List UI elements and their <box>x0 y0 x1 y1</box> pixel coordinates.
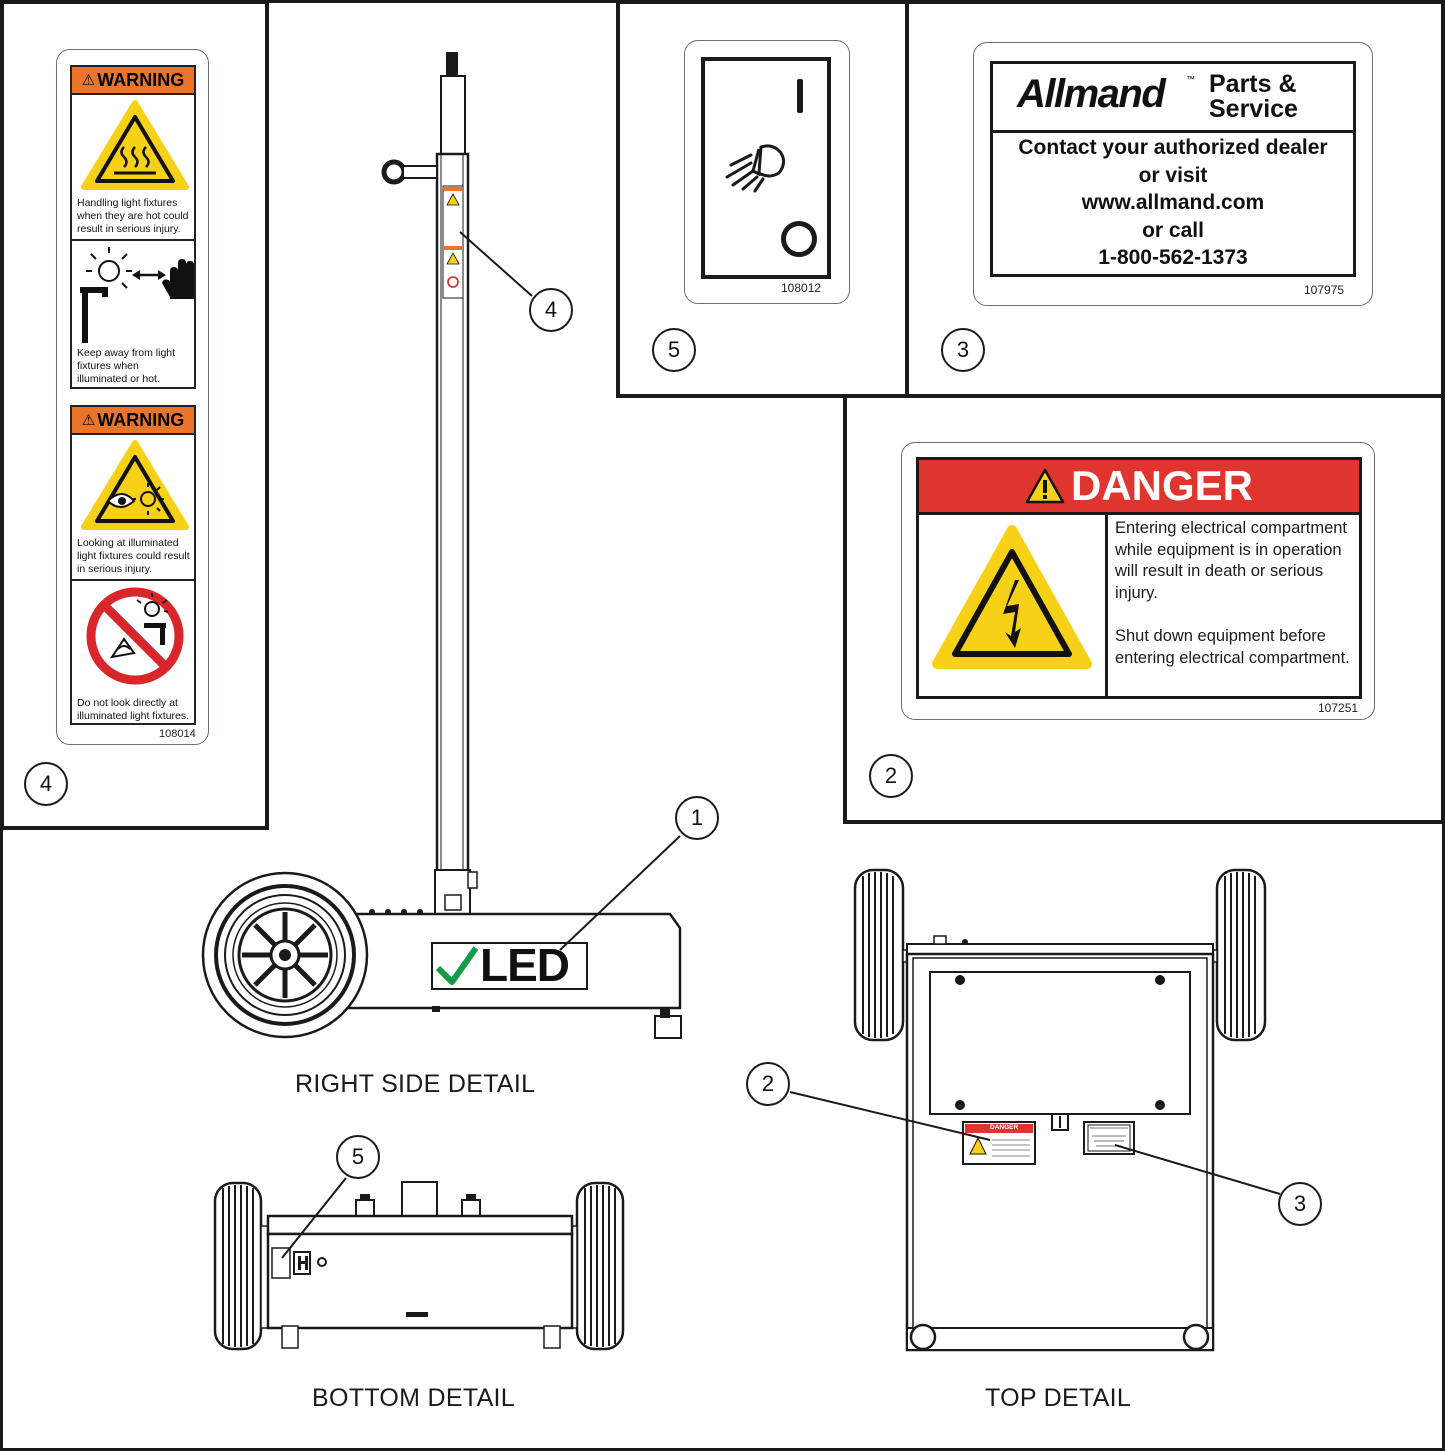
danger-icon-cell <box>919 512 1108 696</box>
parts-decal-frame: Allmand ™ Parts & Service Contact your a… <box>990 61 1356 277</box>
warning-text-4: Do not look directly at illuminated ligh… <box>77 697 190 722</box>
warning-text-3: Looking at illuminated light fixtures co… <box>77 537 190 575</box>
warning-cell-hot: Handling light fixtures when they are ho… <box>70 93 196 241</box>
danger-text-cell: Entering electrical compartment while eq… <box>1115 518 1359 669</box>
parts-title-line1: Parts & <box>1209 70 1297 98</box>
danger-text-1: Entering electrical compartment while eq… <box>1115 519 1348 602</box>
danger-header-text: DANGER <box>1070 462 1253 509</box>
callout-3-parts: 3 <box>941 328 985 372</box>
danger-part-number: 107251 <box>1318 701 1359 715</box>
warning-cell-eye: Looking at illuminated light fixtures co… <box>70 433 196 581</box>
warning-text-1: Handling light fixtures when they are ho… <box>77 197 189 235</box>
callout-4-warning: 4 <box>24 762 68 806</box>
warning-part-number: 108014 <box>159 728 196 740</box>
callout-5-switch: 5 <box>652 328 696 372</box>
parts-line2: or visit <box>1138 163 1208 187</box>
warning-header-1-text: WARNING <box>97 69 185 90</box>
parts-phone-number[interactable]: 1-800-562-1373 <box>1098 246 1248 269</box>
switch-decal: 108012 <box>684 40 850 304</box>
parts-title-line2: Service <box>1209 95 1298 123</box>
switch-part-number: 108012 <box>781 281 822 295</box>
parts-contact-block: Contact your authorized dealer or visit … <box>993 134 1353 272</box>
warning-triangle-icon-2: ⚠ <box>81 412 96 429</box>
keep-away-icon <box>80 247 194 343</box>
hot-surface-icon <box>81 100 189 190</box>
eye-hazard-icon <box>81 440 189 530</box>
danger-text-2: Shut down equipment before entering elec… <box>1115 627 1350 667</box>
switch-rocker <box>701 57 831 279</box>
switch-off-mark <box>781 221 817 257</box>
warning-triangle-icon: ⚠ <box>81 72 96 89</box>
danger-header: DANGER <box>919 460 1359 515</box>
warning-text-2: Keep away from light fixtures when illum… <box>77 347 176 385</box>
parts-part-number: 107975 <box>1304 283 1345 297</box>
warning-header-2-text: WARNING <box>97 409 185 430</box>
panel-switch-decal: 108012 5 <box>616 0 909 398</box>
electric-shock-icon <box>932 525 1092 669</box>
warning-decal: ⚠ WARNING Handling light fixtures when t… <box>56 49 209 745</box>
parts-decal-header: Allmand ™ Parts & Service <box>993 64 1353 133</box>
warning-cell-keep-away: Keep away from light fixtures when illum… <box>70 239 196 389</box>
parts-line4: or call <box>1142 218 1204 242</box>
switch-on-mark <box>797 79 803 113</box>
callout-2-danger: 2 <box>869 754 913 798</box>
warning-header-2: ⚠ WARNING <box>70 405 196 435</box>
danger-triangle-icon <box>1025 468 1065 504</box>
warning-header-1: ⚠ WARNING <box>70 65 196 95</box>
do-not-look-icon <box>86 587 184 685</box>
parts-service-decal: Allmand ™ Parts & Service Contact your a… <box>973 42 1373 306</box>
parts-website-link[interactable]: www.allmand.com <box>1081 191 1265 214</box>
warning-cell-prohibit: Do not look directly at illuminated ligh… <box>70 579 196 725</box>
parts-line1: Contact your authorized dealer <box>1018 136 1328 159</box>
panel-danger-decal: DANGER Entering electrical compartment w… <box>843 394 1445 824</box>
allmand-logo: Allmand <box>1017 72 1166 116</box>
danger-frame: DANGER Entering electrical compartment w… <box>916 457 1362 699</box>
danger-decal: DANGER Entering electrical compartment w… <box>901 442 1375 720</box>
light-beam-icon <box>725 144 786 193</box>
panel-warning-decal: ⚠ WARNING Handling light fixtures when t… <box>0 0 269 830</box>
trademark-mark: ™ <box>1186 74 1195 84</box>
panel-parts-decal: Allmand ™ Parts & Service Contact your a… <box>905 0 1445 398</box>
